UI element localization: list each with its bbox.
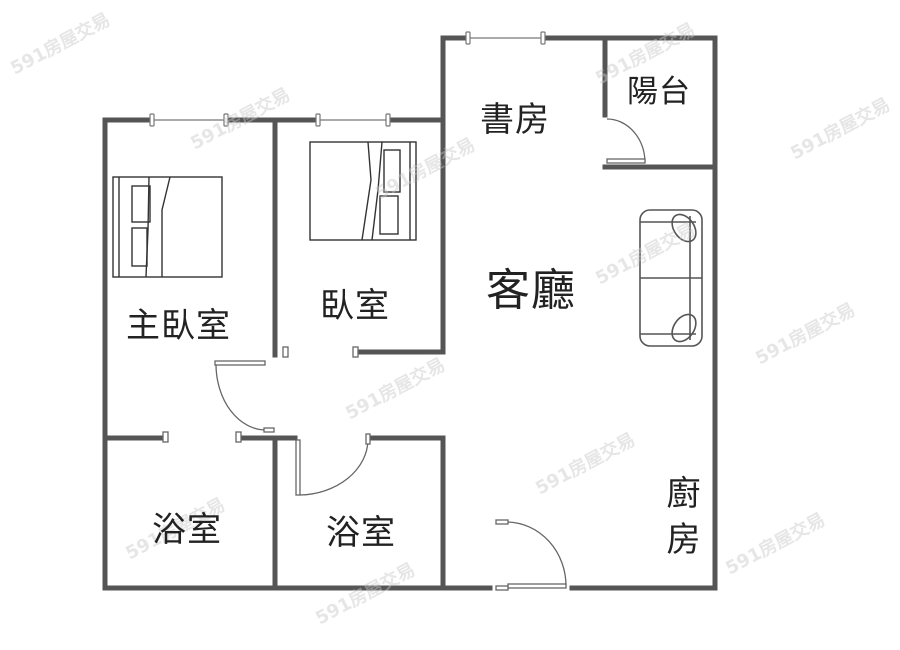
room-label-bedroom: 臥室 [320, 286, 390, 326]
sofa-icon [639, 209, 703, 347]
room-label-bathroom-2: 浴室 [326, 513, 396, 553]
room-label-bathroom-1: 浴室 [152, 510, 222, 550]
room-label-master-bedroom: 主臥室 [126, 306, 231, 346]
room-label-balcony: 陽台 [627, 74, 691, 110]
bed-icon [112, 176, 223, 278]
bed-icon [309, 141, 417, 241]
room-label-living-room: 客廳 [486, 265, 576, 316]
room-label-study: 書房 [480, 100, 550, 140]
room-label-kitchen: 廚房 [660, 475, 700, 567]
